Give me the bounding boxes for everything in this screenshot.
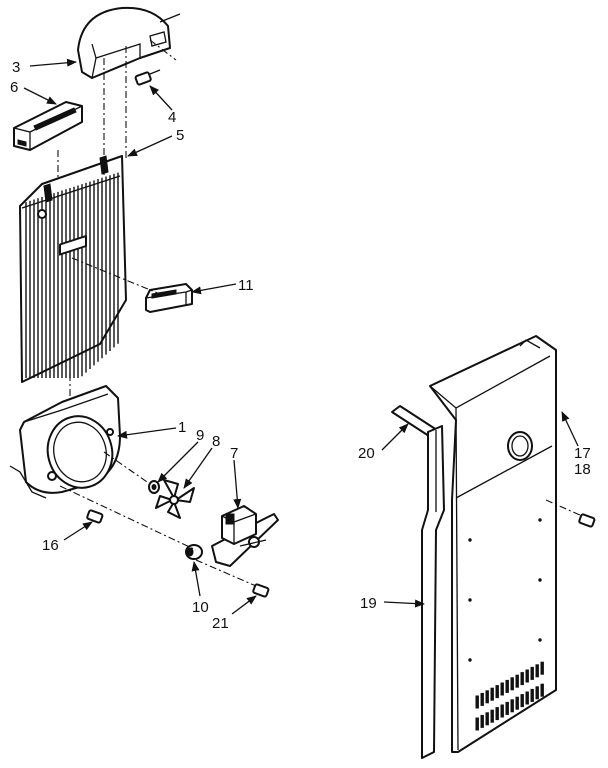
part-3-shroud-cover	[77, 6, 181, 79]
vent-slot	[520, 694, 524, 708]
vent-slot	[525, 669, 529, 683]
callout-7: 7	[230, 445, 238, 462]
callout-20: 20	[358, 445, 375, 462]
vent-slot	[485, 712, 489, 726]
callout-1: 1	[178, 419, 186, 436]
vent-slot	[495, 685, 499, 699]
part-10-grommet	[185, 544, 203, 560]
vent-slot	[490, 709, 494, 723]
part-11-block	[145, 283, 193, 313]
assembly-centerlines-left	[57, 39, 257, 587]
vent-slot	[490, 687, 494, 701]
part-21-screw	[252, 583, 270, 598]
vent-slot	[515, 696, 519, 710]
vent-slot	[505, 679, 509, 693]
vent-slot	[520, 672, 524, 686]
part-7-fan-motor	[211, 505, 279, 567]
part-5-evaporator-panel	[19, 155, 127, 383]
vent-slot	[475, 695, 479, 709]
part-8-fan-blade	[155, 479, 195, 519]
callout-16: 16	[42, 537, 59, 554]
part-19-trim-channel	[421, 425, 445, 759]
callout-labels: 3 6 4 5 11 1 9 8 7 16 10 21 20 17 18 19	[10, 59, 591, 632]
part-18-screw	[545, 499, 596, 528]
vent-slot	[540, 661, 544, 675]
vent-slot	[540, 683, 544, 697]
callout-3: 3	[12, 59, 20, 76]
callout-11: 11	[238, 277, 254, 294]
callout-4: 4	[168, 109, 176, 126]
vent-slot	[475, 717, 479, 731]
part-9-washer	[148, 480, 160, 494]
vent-slot	[500, 704, 504, 718]
vent-slot	[515, 674, 519, 688]
callout-leaders	[23, 58, 579, 615]
callout-21: 21	[212, 615, 229, 632]
vent-slot	[530, 666, 534, 680]
vent-slot	[535, 686, 539, 700]
vent-slot	[480, 692, 484, 706]
callout-17: 17	[574, 445, 591, 462]
vent-slot	[485, 690, 489, 704]
part-6-diffuser	[13, 101, 83, 151]
callout-10: 10	[192, 599, 209, 616]
callout-19: 19	[360, 595, 377, 612]
part-16-screw	[86, 509, 104, 524]
part-1-fan-housing	[9, 385, 121, 499]
vent-slot	[500, 682, 504, 696]
callout-5: 5	[176, 127, 184, 144]
vent-slot	[510, 677, 514, 691]
vent-slot	[510, 699, 514, 713]
callout-18: 18	[574, 461, 591, 478]
vent-slot	[505, 701, 509, 715]
part-17-air-tower-cover	[429, 335, 557, 753]
vent-slot	[525, 691, 529, 705]
callout-6: 6	[10, 79, 18, 96]
vent-slot	[495, 707, 499, 721]
vent-slot	[480, 714, 484, 728]
callout-9: 9	[196, 427, 204, 444]
vent-slot	[530, 688, 534, 702]
callout-8: 8	[212, 433, 220, 450]
vent-slot	[535, 664, 539, 678]
part-4-screw	[134, 69, 161, 86]
